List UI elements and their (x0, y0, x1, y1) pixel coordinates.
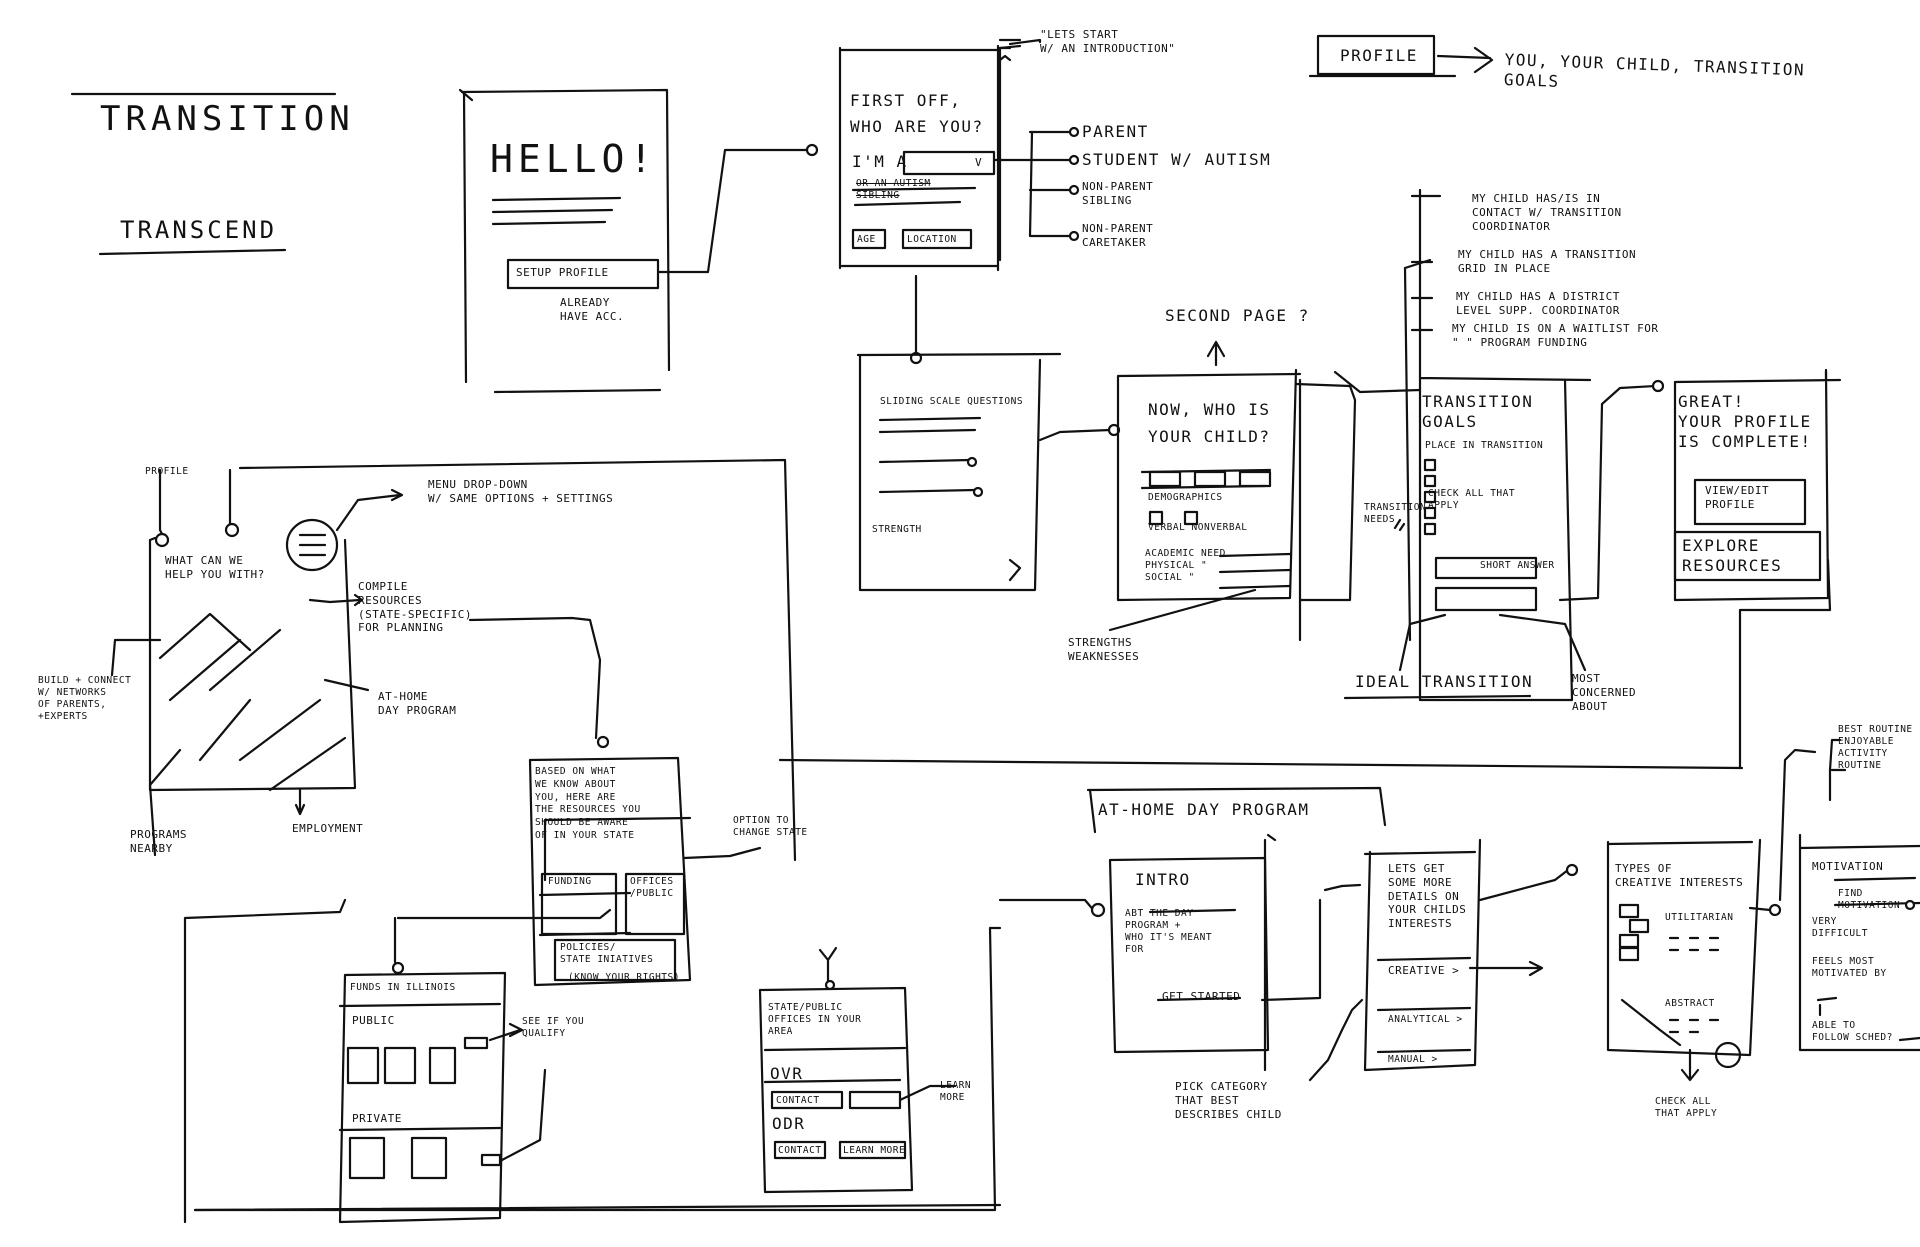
programs-nearby-note: PROGRAMS NEARBY (130, 828, 187, 855)
short-answer-label: SHORT ANSWER (1480, 560, 1555, 571)
manual-option[interactable]: MANUAL > (1388, 1054, 1438, 1065)
menu-dropdown-note: MENU DROP-DOWN W/ SAME OPTIONS + SETTING… (428, 478, 614, 505)
help-title: WHAT CAN WE HELP YOU WITH? (165, 554, 265, 581)
employment-note: EMPLOYMENT (292, 822, 364, 835)
goals-note-coordinator: MY CHILD HAS/IS IN CONTACT W/ TRANSITION… (1472, 192, 1622, 233)
age-button[interactable]: AGE (857, 234, 876, 245)
sliding-footer: STRENGTH (872, 524, 922, 535)
build-networks-note: BUILD + CONNECT W/ NETWORKS OF PARENTS, … (38, 675, 132, 722)
im-a-label: I'M A (852, 152, 908, 171)
view-edit-profile-button[interactable]: VIEW/EDIT PROFILE (1705, 484, 1770, 511)
ideal-transition-note: IDEAL TRANSITION (1355, 672, 1534, 691)
goals-title: TRANSITION GOALS (1422, 392, 1534, 431)
funding-tab[interactable]: FUNDING (548, 876, 592, 887)
location-button[interactable]: LOCATION (907, 234, 957, 245)
public-label: PUBLIC (352, 1014, 395, 1027)
feels-motivated-label: FEELS MOST MOTIVATED BY (1812, 956, 1887, 979)
funds-title: FUNDS IN ILLINOIS (350, 982, 456, 993)
transition-needs-note: TRANSITION NEEDS (1364, 502, 1427, 525)
child-title: NOW, WHO IS YOUR CHILD? (1148, 400, 1271, 447)
policies-tab[interactable]: POLICIES/ STATE INIATIVES (560, 942, 654, 965)
change-state-note: OPTION TO CHANGE STATE (733, 815, 808, 838)
option-caretaker[interactable]: NON-PARENT CARETAKER (1082, 222, 1154, 249)
motivation-title: MOTIVATION (1812, 860, 1884, 873)
title-transcend: TRANSCEND (120, 216, 278, 244)
check-all-apply-note: CHECK ALL THAT APPLY (1655, 1096, 1718, 1119)
place-in-transition: PLACE IN TRANSITION (1425, 440, 1544, 451)
side-list-note: BEST ROUTINE ENJOYABLE ACTIVITY ROUTINE (1838, 724, 1913, 771)
details-text: LETS GET SOME MORE DETAILS ON YOUR CHILD… (1388, 862, 1467, 930)
verbal-label: VERBAL NONVERBAL (1148, 522, 1248, 533)
setup-profile-button[interactable]: SETUP PROFILE (516, 266, 609, 279)
very-difficult-label: VERY DIFFICULT (1812, 916, 1868, 939)
pick-category-note: PICK CATEGORY THAT BEST DESCRIBES CHILD (1175, 1080, 1282, 1121)
most-concerned-note: MOST CONCERNED ABOUT (1572, 672, 1637, 713)
odr-label: ODR (772, 1114, 806, 1133)
needs-label: ACADEMIC NEED PHYSICAL " SOCIAL " (1145, 548, 1226, 583)
offices-title: STATE/PUBLIC OFFICES IN YOUR AREA (768, 1002, 862, 1037)
goals-note-grid: MY CHILD HAS A TRANSITION GRID IN PLACE (1458, 248, 1637, 275)
demographics-label: DEMOGRAPHICS (1148, 492, 1223, 503)
abstract-label: ABSTRACT (1665, 998, 1715, 1009)
option-parent[interactable]: PARENT (1082, 122, 1149, 141)
types-title: TYPES OF CREATIVE INTERESTS (1615, 862, 1744, 889)
intro-note: "LETS START W/ AN INTRODUCTION" (1040, 28, 1176, 55)
get-started-button[interactable]: GET STARTED (1162, 990, 1241, 1003)
at-home-note: AT-HOME DAY PROGRAM (378, 690, 457, 717)
explore-resources-button[interactable]: EXPLORE RESOURCES (1682, 536, 1783, 575)
resources-text: BASED ON WHAT WE KNOW ABOUT YOU, HERE AR… (535, 766, 641, 842)
already-have-account-link[interactable]: ALREADY HAVE ACC. (560, 296, 625, 323)
strengths-note: STRENGTHS WEAKNESSES (1068, 636, 1140, 663)
creative-option[interactable]: CREATIVE > (1388, 964, 1460, 977)
compile-resources-note: COMPILE RESOURCES (STATE-SPECIFIC) FOR P… (358, 580, 472, 635)
able-follow-label: ABLE TO FOLLOW SCHED? (1812, 1020, 1893, 1043)
sliding-scale-title: SLIDING SCALE QUESTIONS (880, 396, 1024, 407)
complete-title: GREAT! YOUR PROFILE IS COMPLETE! (1678, 392, 1812, 451)
check-all-label: CHECK ALL THAT APPLY (1428, 488, 1516, 511)
role-dropdown-caret[interactable]: V (975, 156, 983, 169)
learn-more-note: LEARN MORE (940, 1080, 972, 1103)
know-rights-note: (KNOW YOUR RIGHTS) (568, 972, 680, 983)
struck-option-text: OR AN AUTISM SIBLING (856, 178, 931, 201)
option-student[interactable]: STUDENT W/ AUTISM (1082, 150, 1272, 169)
hello-title: HELLO! (490, 137, 658, 181)
intro-title: INTRO (1135, 870, 1191, 889)
day-program-header: AT-HOME DAY PROGRAM (1098, 800, 1310, 819)
see-if-qualify-note: SEE IF YOU QUALIFY (522, 1016, 585, 1039)
goals-note-waitlist: MY CHILD IS ON A WAITLIST FOR " " PROGRA… (1452, 322, 1659, 349)
title-transition: TRANSITION (100, 99, 355, 139)
private-label: PRIVATE (352, 1112, 402, 1125)
second-page-note: SECOND PAGE ? (1165, 306, 1310, 325)
utilitarian-label: UTILITARIAN (1665, 912, 1734, 923)
analytical-option[interactable]: ANALYTICAL > (1388, 1014, 1463, 1025)
odr-learn-more-button[interactable]: LEARN MORE (843, 1145, 906, 1156)
who-title: FIRST OFF, WHO ARE YOU? (850, 91, 984, 137)
ovr-contact-button[interactable]: CONTACT (776, 1095, 820, 1106)
odr-contact-button[interactable]: CONTACT (778, 1145, 822, 1156)
profile-box-label: PROFILE (1340, 46, 1418, 65)
option-sibling[interactable]: NON-PARENT SIBLING (1082, 180, 1154, 207)
intro-text: ABT THE DAY PROGRAM + WHO IT'S MEANT FOR (1125, 908, 1213, 955)
offices-tab[interactable]: OFFICES /PUBLIC (630, 876, 674, 899)
profile-icon-label: PROFILE (145, 466, 189, 477)
ovr-label: OVR (770, 1064, 804, 1083)
find-motivation-label: FIND MOTIVATION (1838, 888, 1901, 911)
goals-note-district: MY CHILD HAS A DISTRICT LEVEL SUPP. COOR… (1456, 290, 1620, 317)
